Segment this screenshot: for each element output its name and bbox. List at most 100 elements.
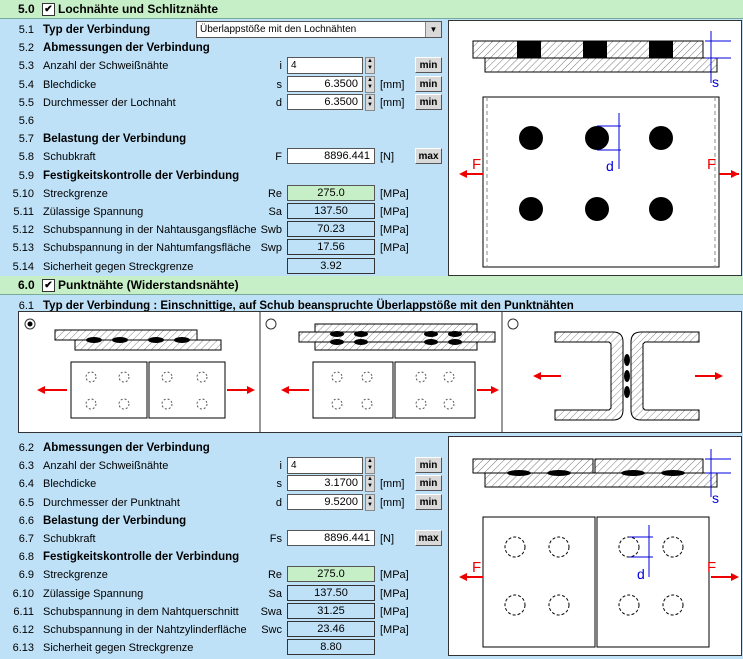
row-number: 6.11 [13, 605, 34, 618]
value-stepper[interactable]: ▲▼ [365, 93, 375, 111]
section-number: 5.0 [18, 2, 35, 16]
row-number: 5.6 [18, 115, 34, 127]
unit-label: [MPa] [380, 224, 409, 237]
row-number: 5.9 [18, 169, 34, 182]
min-button[interactable]: min [415, 93, 442, 110]
input-field[interactable]: 8896.441 [287, 148, 375, 165]
max-button[interactable]: max [415, 148, 442, 165]
step-down-icon[interactable]: ▼ [367, 65, 373, 72]
step-down-icon[interactable]: ▼ [367, 101, 373, 108]
min-button[interactable]: min [415, 75, 442, 92]
row-number: 5.3 [18, 60, 34, 73]
step-up-icon[interactable]: ▲ [367, 458, 373, 465]
step-up-icon[interactable]: ▲ [367, 94, 373, 101]
joint-type-select[interactable]: Überlappstöße mit den Lochnähten▼ [196, 21, 442, 38]
symbol-label: d [275, 496, 282, 509]
field-label: Zülassige Spannung [43, 206, 144, 218]
symbol-label: i [279, 60, 282, 73]
min-button[interactable]: min [415, 475, 442, 492]
section-title: Punktnähte (Widerstandsnähte) [58, 278, 239, 292]
field-label: Schubspannung in der Nahtausgangsfläche [43, 224, 257, 237]
step-down-icon[interactable]: ▼ [367, 483, 373, 490]
step-down-icon[interactable]: ▼ [367, 501, 373, 508]
subsection-heading: Abmessungen der Verbindung [43, 442, 210, 454]
value-stepper[interactable]: ▲▼ [365, 475, 375, 493]
step-down-icon[interactable]: ▼ [367, 83, 373, 90]
field-label: Durchmesser der Punktnaht [43, 496, 180, 509]
input-field[interactable]: 275.0 [287, 566, 375, 583]
step-up-icon[interactable]: ▲ [367, 58, 373, 65]
subsection-heading: Typ der Verbindung [43, 24, 151, 36]
step-up-icon[interactable]: ▲ [367, 76, 373, 83]
symbol-label: Re [267, 569, 282, 582]
min-button[interactable]: min [415, 493, 442, 510]
row-5-12: 5.12 Schubspannung in der Nahtausgangsflä… [0, 221, 445, 239]
row-number: 5.13 [12, 242, 34, 255]
step-up-icon[interactable]: ▲ [367, 494, 373, 501]
weld-count-stepper[interactable]: ▲▼ [365, 457, 375, 475]
weld-count-stepper[interactable]: ▲▼ [365, 57, 375, 75]
field-label: Schubkraft [43, 151, 96, 164]
input-field[interactable]: 4 [287, 57, 363, 75]
step-down-icon[interactable]: ▼ [367, 465, 373, 472]
row-number: 6.10 [12, 587, 34, 600]
input-field[interactable]: 6.3500 [287, 75, 363, 92]
input-field[interactable]: 275.0 [287, 184, 375, 201]
min-button[interactable]: min [415, 457, 442, 474]
input-field[interactable]: 3.1700 [287, 475, 363, 492]
row-5-6: 5.6 [0, 112, 445, 130]
row-number: 5.7 [18, 133, 34, 146]
field-label: Blechdicke [43, 478, 97, 491]
max-button[interactable]: max [415, 530, 442, 546]
min-button[interactable]: min [415, 57, 442, 74]
field-label: Blechdicke [43, 78, 97, 91]
joint-type-option-1-radio[interactable] [25, 319, 36, 330]
svg-text:d: d [606, 158, 614, 174]
input-field[interactable]: 8896.441 [287, 530, 375, 546]
value-stepper[interactable]: ▲▼ [365, 75, 375, 93]
unit-label: [MPa] [380, 187, 409, 200]
row-number: 6.6 [18, 514, 34, 527]
section-6-header: 6.0 ✔ Punktnähte (Widerstandsnähte) [0, 276, 743, 295]
section-number: 6.0 [18, 278, 35, 292]
row-number: 5.12 [12, 224, 34, 237]
value-stepper[interactable]: ▲▼ [365, 493, 375, 511]
joint-type-option-2-radio[interactable] [266, 319, 277, 330]
section-6-checkbox[interactable]: ✔ [42, 279, 55, 292]
row-number: 5.8 [18, 151, 34, 164]
result-value: 137.50 [287, 584, 375, 601]
field-label: Sicherheit gegen Streckgrenze [43, 642, 194, 655]
row-number: 5.14 [12, 260, 34, 273]
section-5-checkbox[interactable]: ✔ [42, 3, 55, 16]
svg-text:F: F [707, 156, 716, 173]
joint-type-option-3-radio[interactable] [508, 319, 519, 330]
subsection-heading: Abmessungen der Verbindung [43, 42, 210, 55]
row-number: 6.13 [12, 642, 34, 655]
input-field[interactable]: 6.3500 [287, 93, 363, 110]
field-label: Zülassige Spannung [43, 587, 144, 600]
row-number: 6.7 [18, 533, 34, 545]
result-value: 23.46 [287, 621, 375, 637]
svg-text:F: F [472, 559, 481, 576]
step-up-icon[interactable]: ▲ [367, 476, 373, 483]
unit-label: [N] [380, 533, 395, 545]
field-label: Schubspannung in der Nahtumfangsfläche [43, 242, 251, 255]
unit-label: [MPa] [380, 587, 409, 600]
spot-weld-drawing: s d F F [459, 449, 739, 648]
chevron-down-icon[interactable]: ▼ [425, 22, 441, 37]
subsection-heading: Festigkeitskontrolle der Verbindung [43, 551, 240, 564]
input-field[interactable]: 9.5200 [287, 493, 363, 510]
input-field[interactable]: 4 [287, 457, 363, 475]
